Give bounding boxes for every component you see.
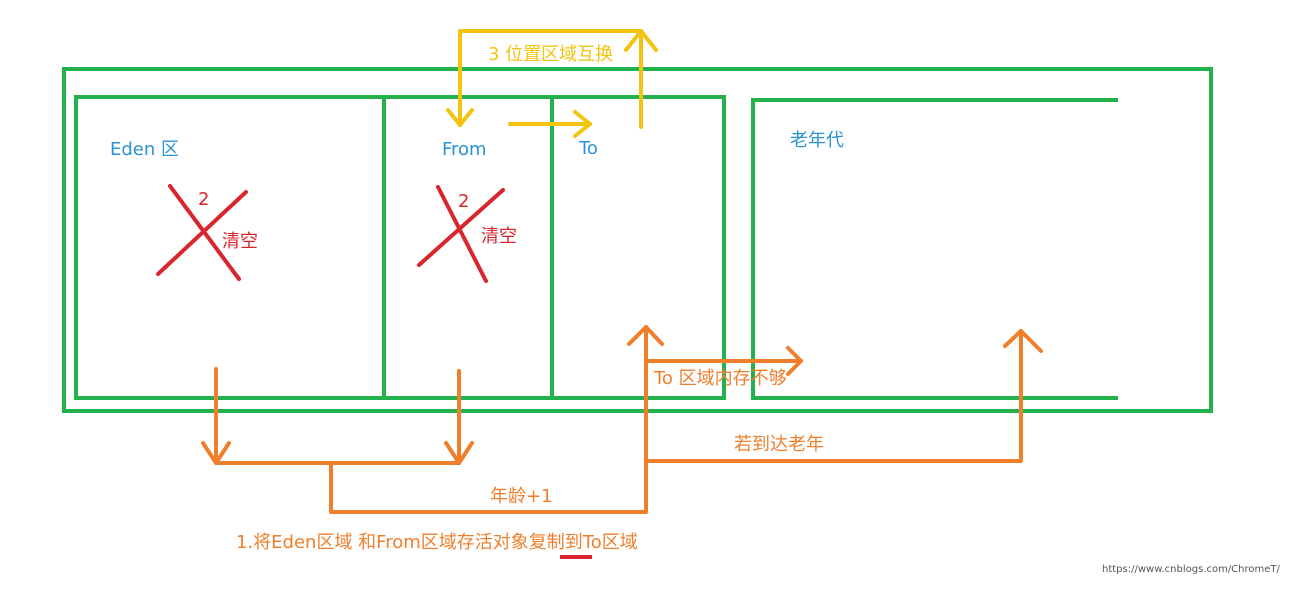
promote-old-arrowhead xyxy=(1003,329,1043,353)
swap-arrowhead-down xyxy=(446,108,474,127)
clear-marks xyxy=(156,184,505,283)
young-gen-box xyxy=(74,95,726,400)
old-gen-box xyxy=(751,98,1118,400)
watermark: https://www.cnblogs.com/ChromeT/ xyxy=(1102,564,1281,575)
swap-arrowhead-up xyxy=(624,29,658,52)
from-cross-line-a xyxy=(436,185,488,283)
eden-label: Eden 区 xyxy=(110,139,179,160)
eden-down-arrowhead xyxy=(201,441,231,465)
age-plus-label: 年龄+1 xyxy=(490,486,553,507)
from-clear-label: 清空 xyxy=(481,226,517,247)
swap-label: 3 位置区域互换 xyxy=(488,44,613,65)
from-to-arrowhead xyxy=(573,110,592,138)
to-label: To xyxy=(578,138,598,159)
swap-path xyxy=(458,29,643,129)
age-up-path xyxy=(329,325,648,514)
eden-down-path xyxy=(214,367,461,465)
to-old-overflow-arrowhead xyxy=(786,346,803,376)
from-cross-line-b xyxy=(417,188,505,267)
to-up-arrowhead xyxy=(627,325,664,346)
from-step-number: 2 xyxy=(458,191,469,212)
swap-arrows xyxy=(446,29,658,138)
promote-old-path xyxy=(644,329,1023,463)
to-not-enough-label: To 区域内存不够 xyxy=(653,368,787,389)
old-gen-label: 老年代 xyxy=(790,130,844,151)
eden-cross-line-b xyxy=(156,190,248,276)
heap-outer-box xyxy=(62,67,1213,413)
from-down-arrowhead xyxy=(444,441,474,465)
reach-old-label: 若到达老年 xyxy=(734,434,824,455)
copy-step-label: 1.将Eden区域 和From区域存活对象复制到To区域 xyxy=(236,532,638,553)
eden-clear-label: 清空 xyxy=(222,231,258,252)
heap-boxes xyxy=(62,67,1213,413)
from-label: From xyxy=(442,139,487,160)
copy-flow-arrows xyxy=(201,325,1043,514)
eden-step-number: 2 xyxy=(198,189,209,210)
